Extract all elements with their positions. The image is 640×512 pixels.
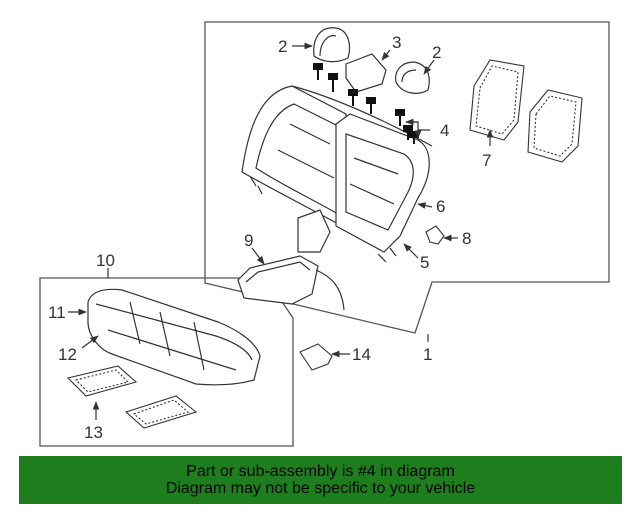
headrest-center [345,53,387,93]
callout-4: 4 [440,121,449,140]
callout-14: 14 [352,345,371,364]
callout-5: 5 [420,253,429,272]
seat-cushion [87,288,261,386]
cushion-group-frame [39,277,294,447]
cushion-pads [66,365,198,429]
bracket-part [299,343,333,371]
armrest [237,209,345,311]
callout-6: 6 [436,197,445,216]
callout-3: 3 [392,33,401,52]
seatback-left [241,85,347,230]
seatback-group-frame [204,21,610,334]
callout-2-right: 2 [432,43,441,62]
callout-11: 11 [48,303,66,322]
leader-lines [68,42,494,420]
callout-12: 12 [58,345,77,364]
headrest-right [395,61,430,94]
callout-10: 10 [96,251,115,270]
callout-7: 7 [482,151,491,170]
callout-8: 8 [462,229,471,248]
callout-2-left: 2 [278,37,287,56]
parts-diagram: 2 3 2 4 6 7 8 9 5 1 10 11 12 13 14 [39,21,610,447]
banner-line-1: Part or sub-assembly is #4 in diagram [186,463,455,480]
headrest-left [313,27,351,63]
banner-line-2: Diagram may not be specific to your vehi… [165,480,476,497]
callout-9: 9 [244,231,253,250]
part-info-banner: Part or sub-assembly is #4 in diagram Di… [19,456,622,504]
clip-part [425,225,445,245]
bolts [313,63,419,144]
callout-13: 13 [84,423,103,442]
seatback-right [335,113,430,263]
frame-pads [469,59,583,163]
callout-1: 1 [423,345,432,364]
